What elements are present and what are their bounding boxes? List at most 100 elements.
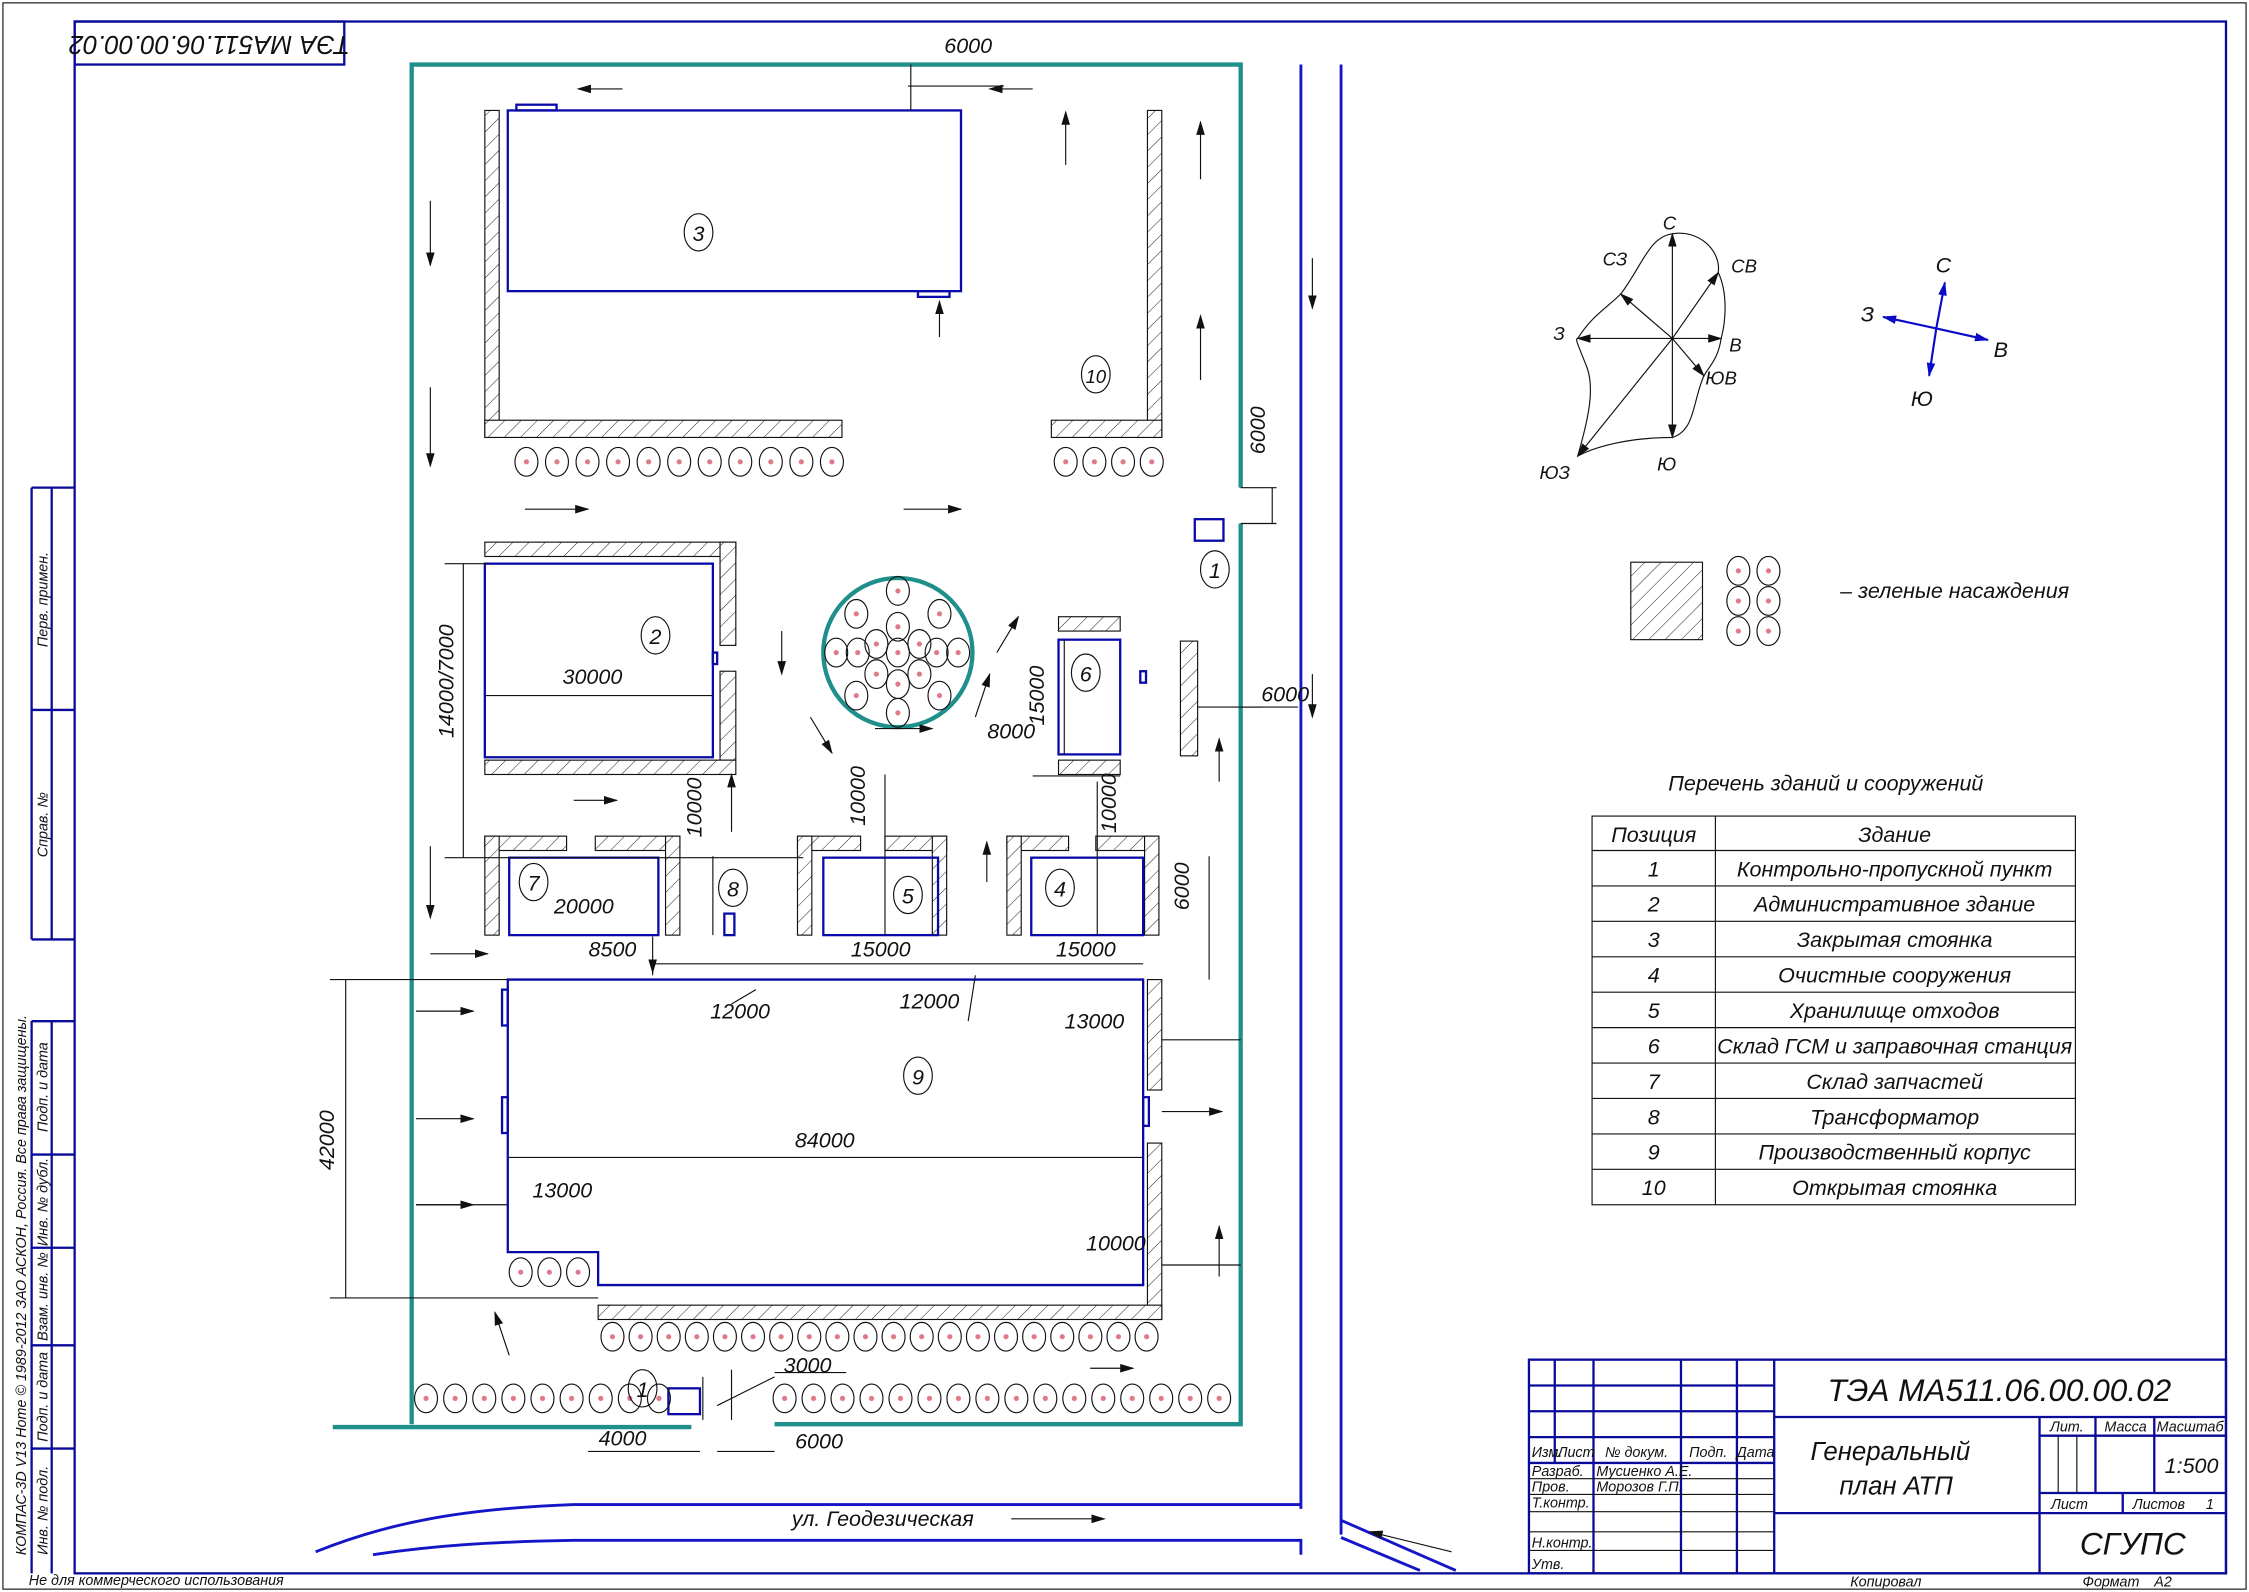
tree [1050, 1321, 1075, 1352]
tree [530, 1383, 555, 1414]
dim-b7-width: 20000 [553, 895, 614, 919]
razrab-name: Мусиенко А.Е. [1596, 1464, 1692, 1480]
rose-s: Ю [1657, 453, 1676, 474]
col-izm: Изм. [1532, 1445, 1563, 1461]
tree [697, 446, 722, 477]
position-labels: 3 10 2 6 1 7 8 5 4 9 1 [518, 213, 1230, 1408]
dim-gate-4000: 4000 [599, 1427, 647, 1451]
row-utv: Утв. [1531, 1557, 1565, 1573]
tree [1082, 446, 1107, 477]
building-6-fuel-station[interactable] [1057, 638, 1148, 756]
tree [606, 446, 631, 477]
tree [885, 669, 910, 700]
rose-sw: ЮЗ [1540, 462, 1571, 483]
svg-text:7: 7 [528, 872, 541, 896]
wind-rose-arrow [1619, 293, 1673, 339]
dim-b6-width: 8000 [987, 720, 1035, 744]
row-tkontr: Т.контр. [1532, 1495, 1590, 1511]
building-5-waste-storage[interactable] [822, 856, 940, 937]
tree [797, 1321, 822, 1352]
col-date: Дата [1735, 1445, 1775, 1461]
tree [965, 1321, 990, 1352]
roads [315, 64, 1457, 1572]
dim-b4-width: 15000 [1056, 938, 1116, 962]
tree [566, 1257, 591, 1288]
tree [844, 598, 869, 629]
dim-b9-height: 42000 [315, 1110, 339, 1170]
dim-right-gap-mid: 6000 [1261, 682, 1309, 706]
wind-rose: С СВ В ЮВ Ю ЮЗ З СЗ [1540, 212, 1757, 483]
tree [684, 1321, 709, 1352]
row-position: 9 [1648, 1141, 1660, 1165]
svg-text:4: 4 [1054, 877, 1066, 901]
rotated-code-text: ТЭА МА511.06.00.00.02 [69, 30, 350, 58]
dim-b9-width: 84000 [795, 1128, 855, 1152]
tree [508, 1257, 533, 1288]
tree [1111, 446, 1136, 477]
traffic-arrow [996, 615, 1020, 653]
dimension-line [716, 1376, 775, 1407]
tree [1756, 586, 1781, 616]
building-3-closed-parking[interactable] [506, 103, 963, 299]
tree [825, 1321, 850, 1352]
margin-podp-data-2: Подп. и дата [35, 1352, 51, 1442]
building-2-admin[interactable] [483, 562, 719, 759]
tree [864, 659, 889, 690]
position-10-label: 10 [1080, 355, 1111, 394]
rose-n: С [1663, 212, 1677, 233]
tree [801, 1383, 826, 1414]
tree [772, 1383, 797, 1414]
building-9-production[interactable] [500, 978, 1151, 1287]
row-building: Склад запчастей [1806, 1070, 1983, 1094]
col-list: Лист [1557, 1445, 1595, 1461]
tree [824, 637, 849, 668]
noncommercial-note: Не для коммерческого использования [29, 1573, 284, 1589]
title-code: ТЭА МА511.06.00.00.02 [1828, 1372, 2172, 1408]
tree [712, 1321, 737, 1352]
building-4-treatment[interactable] [1030, 856, 1145, 937]
table-header-position: Позиция [1611, 823, 1696, 847]
position-6-label: 6 [1070, 653, 1101, 692]
tree [885, 637, 910, 668]
position-5-label: 5 [893, 875, 923, 915]
tree [1004, 1383, 1029, 1414]
mass-label: Масса [2104, 1419, 2146, 1435]
sheets-label: Листов [2132, 1497, 2186, 1513]
rose-w: З [1553, 323, 1565, 344]
wind-rose-arrow [1576, 338, 1673, 458]
tree [559, 1383, 584, 1414]
dim-b6-height: 15000 [1025, 666, 1049, 726]
tree [544, 446, 570, 477]
dim-gap-4: 6000 [1170, 862, 1194, 910]
tree [844, 680, 869, 711]
building-8-transformer[interactable] [723, 912, 736, 937]
sheets-count: 1 [2206, 1497, 2214, 1513]
traffic-arrow [974, 672, 991, 718]
tree [907, 629, 932, 659]
tree [859, 1383, 884, 1414]
margin-inv-podl: Инв. № подл. [35, 1466, 51, 1555]
tree [885, 575, 910, 606]
col-sign: Подп. [1689, 1445, 1727, 1461]
building-1-checkpoint-south[interactable] [667, 1387, 702, 1416]
row-position: 10 [1642, 1176, 1666, 1200]
building-1-checkpoint[interactable] [1193, 518, 1225, 542]
tree [888, 1383, 913, 1414]
copied-label: Копировал [1850, 1574, 1921, 1590]
rose-nw: СЗ [1603, 248, 1628, 269]
tree [975, 1383, 1000, 1414]
rose-ne: СВ [1731, 256, 1757, 277]
traffic-arrow [494, 1310, 510, 1356]
row-razrab: Разраб. [1532, 1464, 1584, 1480]
row-nkontr: Н.контр. [1532, 1536, 1593, 1552]
tree [1726, 616, 1751, 646]
compass-w: З [1861, 302, 1874, 326]
